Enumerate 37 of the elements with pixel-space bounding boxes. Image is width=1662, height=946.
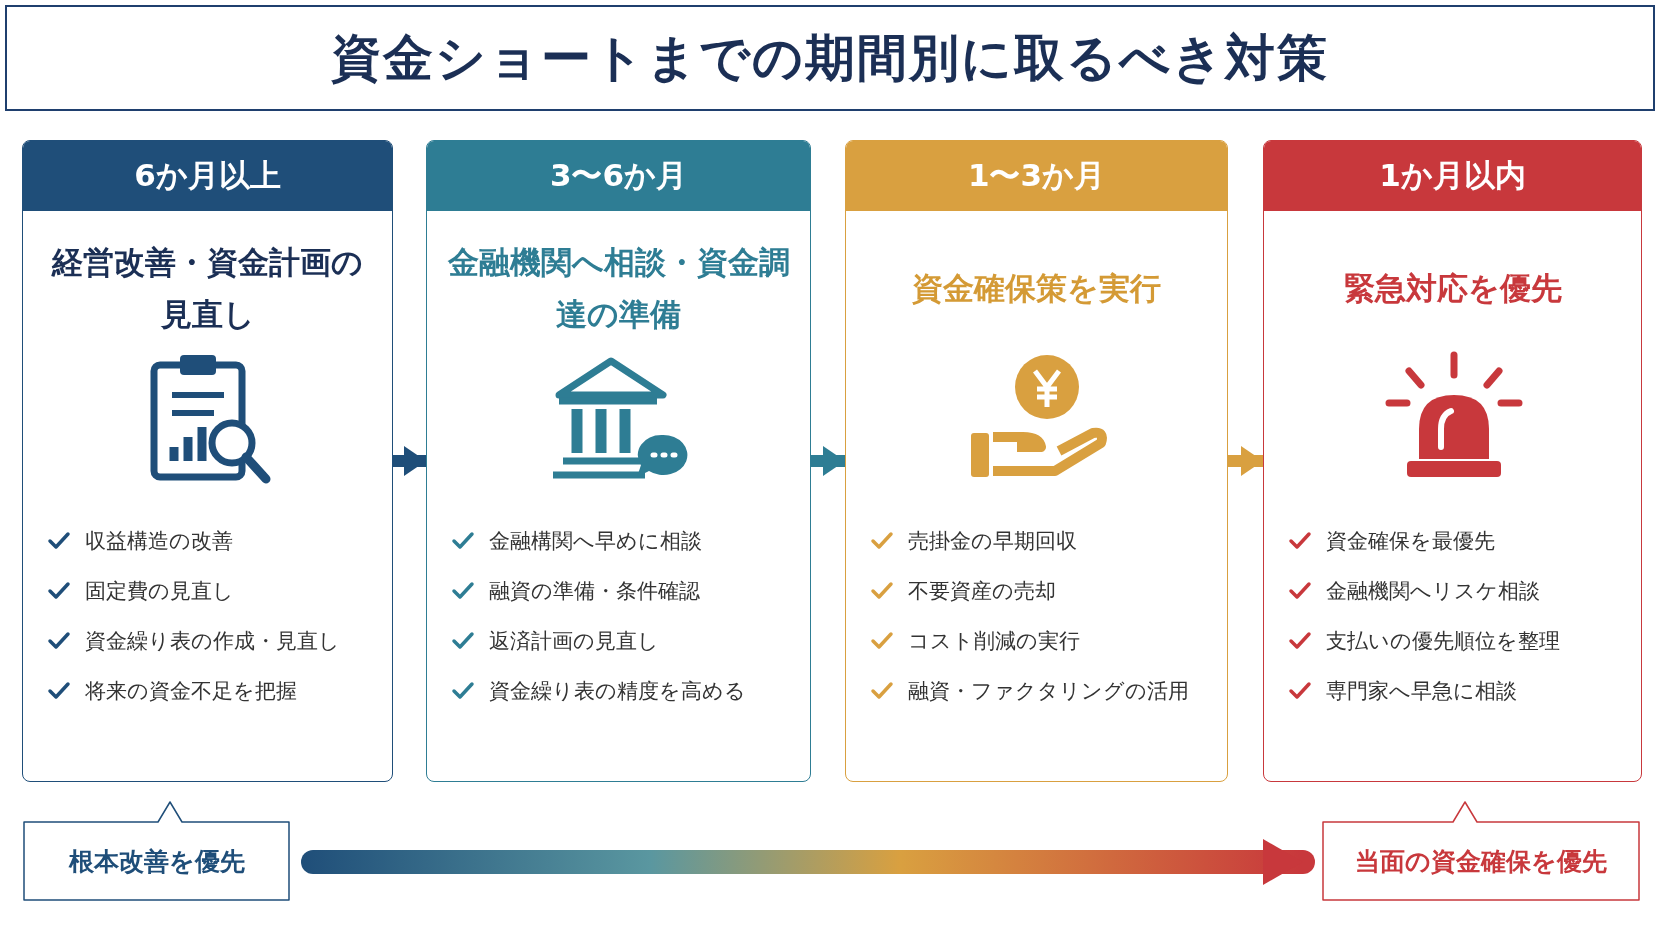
checklist-item: コスト削減の実行	[908, 628, 1080, 655]
checklist-item: 収益構造の改善	[85, 528, 233, 555]
callout-bubble	[22, 800, 291, 902]
stage-card	[22, 140, 393, 782]
period-header: 1か月以内	[1264, 141, 1641, 211]
stage-card	[845, 140, 1228, 782]
checklist-item: 資金繰り表の精度を高める	[489, 678, 746, 705]
checklist-item: 支払いの優先順位を整理	[1326, 628, 1560, 655]
period-header: 6か月以上	[23, 141, 392, 211]
checklist-item: 資金確保を最優先	[1326, 528, 1495, 555]
callout-bubble	[1321, 800, 1641, 902]
stage-heading: 経営改善・資金計画の見直し	[50, 243, 364, 334]
title: 資金ショートまでの期間別に取るべき対策	[5, 5, 1655, 111]
callout-text: 当面の資金確保を優先	[1354, 845, 1608, 878]
checklist-item: 返済計画の見直し	[489, 628, 659, 655]
stage-card	[426, 140, 811, 782]
checklist-item: 融資・ファクタリングの活用	[908, 678, 1189, 705]
checklist-item: 不要資産の売却	[908, 578, 1056, 605]
arrow	[301, 839, 1315, 885]
period-header: 1〜3か月	[846, 141, 1227, 211]
checklist-item: 金融構関へ早めに相談	[489, 528, 702, 555]
checklist-item: 専門家へ早急に相談	[1326, 678, 1517, 705]
stage-heading: 資金確保策を実行	[912, 269, 1161, 308]
checklist-item: 固定費の見直し	[85, 578, 234, 605]
checklist-item: 金融機関へリスケ相談	[1326, 578, 1540, 605]
stage-card	[1263, 140, 1642, 782]
checklist-item: 融資の準備・条件確認	[489, 578, 700, 605]
stage-heading: 金融機関へ相談・資金調達の準備	[446, 243, 791, 334]
checklist-item: 資金繰り表の作成・見直し	[85, 628, 340, 655]
checklist-item: 売掛金の早期回収	[908, 528, 1077, 555]
arrow	[393, 446, 426, 476]
period-header: 3〜6か月	[427, 141, 810, 211]
arrow	[811, 446, 845, 476]
callout-text: 根本改善を優先	[67, 845, 246, 878]
checklist-item: 将来の資金不足を把握	[85, 678, 297, 705]
stage-heading: 緊急対応を優先	[1343, 269, 1562, 308]
arrow	[1228, 446, 1263, 476]
